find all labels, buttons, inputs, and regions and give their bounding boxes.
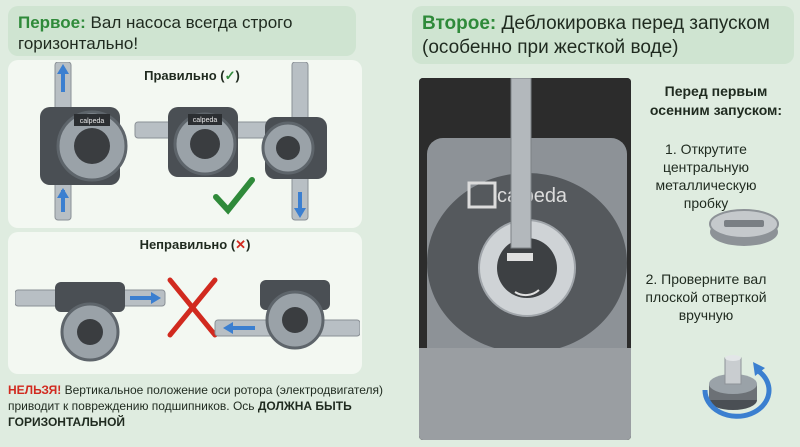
correct-label-text: Правильно (: [144, 68, 225, 83]
svg-text:calpeda: calpeda: [497, 185, 568, 207]
warning-note: НЕЛЬЗЯ! Вертикальное положение оси ротор…: [8, 382, 408, 430]
left-header: Первое: Вал насоса всегда строго горизон…: [8, 6, 356, 56]
incorrect-label: Неправильно (✕): [110, 237, 280, 253]
incorrect-label-text: Неправильно (: [139, 237, 236, 252]
left-header-body: Вал насоса всегда строго горизонтально!: [18, 13, 293, 53]
unblocking-photo: calpeda: [419, 78, 631, 440]
right-header-text: Второе: Деблокировка перед запуском (осо…: [422, 12, 792, 60]
correct-label: Правильно (✓): [112, 68, 272, 84]
pump-closeup-illustration: calpeda: [419, 78, 631, 440]
right-header-lead: Второе:: [422, 13, 497, 34]
svg-text:calpeda: calpeda: [193, 117, 218, 124]
svg-text:calpeda: calpeda: [80, 118, 105, 125]
left-header-lead: Первое:: [18, 13, 86, 32]
correct-pumps-illustration: calpeda calpeda: [40, 62, 327, 221]
right-header: Второе: Деблокировка перед запуском (осо…: [412, 6, 794, 64]
warning-lead: НЕЛЬЗЯ!: [8, 383, 62, 397]
left-header-text: Первое: Вал насоса всегда строго горизон…: [18, 12, 353, 54]
correct-label-close: ): [235, 68, 240, 83]
warning-text: Вертикальное положение оси ротора (элект…: [8, 383, 384, 413]
warning-emphasis: ДОЛЖНА БЫТЬ ГОРИЗОНТАЛЬНОЙ: [8, 399, 352, 429]
step-1-text: 1. Открутите центральную металлическую п…: [655, 141, 757, 211]
plug-icon: [709, 209, 779, 246]
steps-panel: Перед первым осенним запуском:: [636, 82, 796, 120]
steps-title: Перед первым осенним запуском:: [649, 83, 783, 118]
incorrect-pumps-illustration: [15, 277, 360, 362]
correct-check-icon: ✓: [224, 68, 236, 83]
incorrect-label-close: ): [246, 237, 251, 252]
rotate-shaft-icon: [702, 355, 772, 419]
right-header-body: Деблокировка перед запуском (особенно пр…: [422, 13, 770, 58]
incorrect-cross-icon: ✕: [235, 237, 247, 252]
step-2-text: 2. Проверните вал плоской отверткой вруч…: [645, 271, 767, 323]
